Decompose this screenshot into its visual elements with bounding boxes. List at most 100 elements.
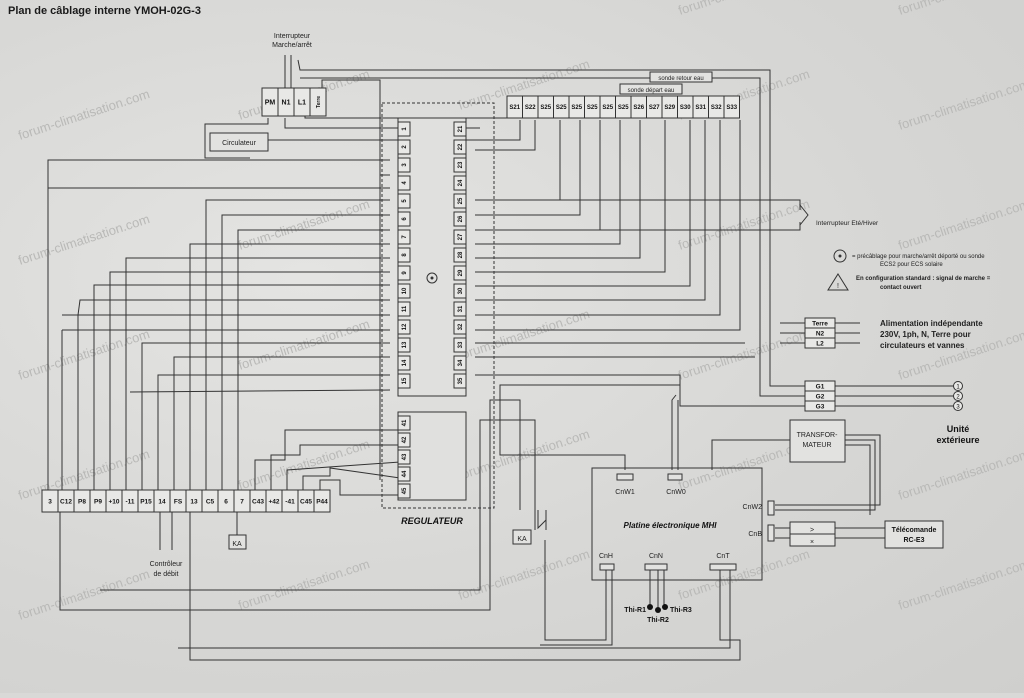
regulator-terminal-right: 24 (458, 179, 464, 186)
watermark: forum-climatisation.com (236, 316, 371, 373)
watermark: forum-climatisation.com (896, 446, 1024, 503)
regulator-terminal-left-cell (397, 301, 411, 317)
regulator-terminal-left-cell (397, 337, 411, 353)
regulator-terminal-lower: 42 (402, 436, 408, 443)
return-sensor-label: sonde retour eau (658, 76, 703, 82)
remote-adapter-upper-icon: > (810, 527, 814, 534)
regulator-terminals: 1234567891011121314152122232425262728293… (397, 121, 467, 499)
regulator-terminal-lower: 44 (402, 470, 408, 477)
remote-control-label-2: RC-E3 (903, 537, 924, 544)
regulator-outline (381, 102, 495, 509)
regulator-terminal-left: 1 (402, 127, 408, 131)
regulator-terminal-right-cell (453, 355, 467, 371)
watermark: forum-climatisation.com (676, 196, 811, 253)
regulator-terminal-right: 27 (458, 233, 464, 240)
bottom-terminal: 6 (224, 498, 228, 505)
sensor-terminal: S21 (509, 105, 520, 111)
regulator-terminal-lower-cell (397, 449, 411, 465)
outdoor-link-terminal: G1 (816, 383, 825, 390)
outdoor-unit-terminals: 123 (953, 381, 963, 411)
bottom-terminal: +10 (108, 498, 119, 505)
connector-cnt-label: CnT (716, 553, 730, 560)
regulator-terminal-left-cell (397, 121, 411, 137)
regulator-terminal-left: 3 (402, 163, 408, 167)
onoff-switch-label-2: Marche/arrêt (272, 42, 312, 49)
legend-circle-text-2: ECS2 pour ECS solaire (880, 262, 943, 268)
summer-winter-switch-label: Interrupteur Eté/Hiver (816, 220, 879, 227)
remote-control-box (884, 520, 944, 549)
prewiring-circle-icon (426, 272, 438, 284)
supply-terminal: Terre (812, 320, 828, 327)
sensor-terminal: S32 (711, 105, 722, 111)
regulator-terminal-lower-cell (397, 415, 411, 431)
regulator-terminal-left-cell (397, 283, 411, 299)
watermark: forum-climatisation.com (16, 86, 151, 143)
relay-ka-left-label: KA (232, 541, 242, 548)
regulator-terminal-lower-cell (397, 483, 411, 499)
regulator-terminal-lower-cell (397, 466, 411, 482)
connector-cnn-label: CnN (649, 553, 663, 560)
power-terminal: L1 (298, 99, 306, 106)
regulator-terminal-left: 6 (402, 217, 408, 221)
outdoor-terminal-circle (953, 391, 963, 401)
regulator-terminal-right: 23 (458, 161, 464, 168)
regulator-terminal-left-cell (397, 373, 411, 389)
bottom-terminal-cell (313, 489, 331, 513)
thermistor-r3-dot (662, 604, 668, 610)
bottom-terminal: P44 (316, 498, 328, 505)
sensor-terminal: S33 (726, 105, 737, 111)
legend-dot-icon (838, 254, 842, 258)
regulator-terminal-right: 22 (458, 143, 464, 150)
supply-label-2: 230V, 1ph, N, Terre pour (880, 330, 971, 339)
bottom-terminal: FS (174, 498, 183, 505)
connector-cnw2-label: CnW2 (743, 504, 763, 511)
regulator-terminal-right: 34 (458, 359, 464, 366)
regulator-terminal-right: 29 (458, 269, 464, 276)
flow-controller-label: Contrôleur (150, 561, 183, 568)
warning-triangle-icon (827, 273, 849, 291)
regulator-terminal-right-cell (453, 319, 467, 335)
watermark: forum-climatisation.com (16, 326, 151, 383)
watermark: forum-climatisation.com (896, 556, 1024, 613)
regulator-terminal-left: 13 (402, 341, 408, 348)
supply-label-3: circulateurs et vannes (880, 341, 965, 350)
watermark: forum-climatisation.com (16, 566, 151, 623)
relay-ka-right-label: KA (517, 536, 527, 543)
circulator-label: Circulateur (222, 140, 257, 147)
watermark: forum-climatisation.com (896, 0, 1024, 18)
watermarks: forum-climatisation.com forum-climatisat… (16, 0, 1024, 623)
sensor-terminal: S25 (618, 105, 629, 111)
circulator-box (209, 132, 269, 152)
regulator-terminal-right: 32 (458, 323, 464, 330)
regulator-terminal-right-cell (453, 265, 467, 281)
power-terminal: PM (265, 99, 276, 106)
watermark: forum-climatisation.com (676, 326, 811, 383)
flow-controller-label-2: de débit (154, 571, 179, 578)
regulator-terminal-right-cell (453, 139, 467, 155)
supply-terminal: N2 (816, 330, 825, 337)
connector-cnw1 (616, 473, 634, 481)
regulator-terminal-left: 4 (402, 181, 408, 185)
regulator-terminal-left-cell (397, 247, 411, 263)
thermistor-r1-dot (647, 604, 653, 610)
connector-cnn (644, 563, 668, 571)
outdoor-unit-label-2: extérieure (936, 435, 979, 445)
wires (47, 55, 955, 661)
mhi-board-outline (591, 467, 763, 581)
regulator-terminal-left: 8 (402, 253, 408, 257)
transformer-label-2: MATEUR (802, 442, 831, 449)
watermark: forum-climatisation.com (896, 76, 1024, 133)
bottom-terminal: -11 (125, 498, 134, 505)
supply-sensor-label: sonde départ eau (628, 88, 675, 94)
bottom-terminal: P8 (78, 498, 86, 505)
connector-cnh-label: CnH (599, 553, 613, 560)
bottom-terminal: P9 (94, 498, 102, 505)
sensor-terminal: S25 (587, 105, 598, 111)
diagram-title: Plan de câblage interne YMOH-02G-3 (8, 5, 201, 17)
regulator-terminal-lower: 41 (402, 419, 408, 426)
thermistor-r1-label: Thi-R1 (624, 607, 646, 614)
